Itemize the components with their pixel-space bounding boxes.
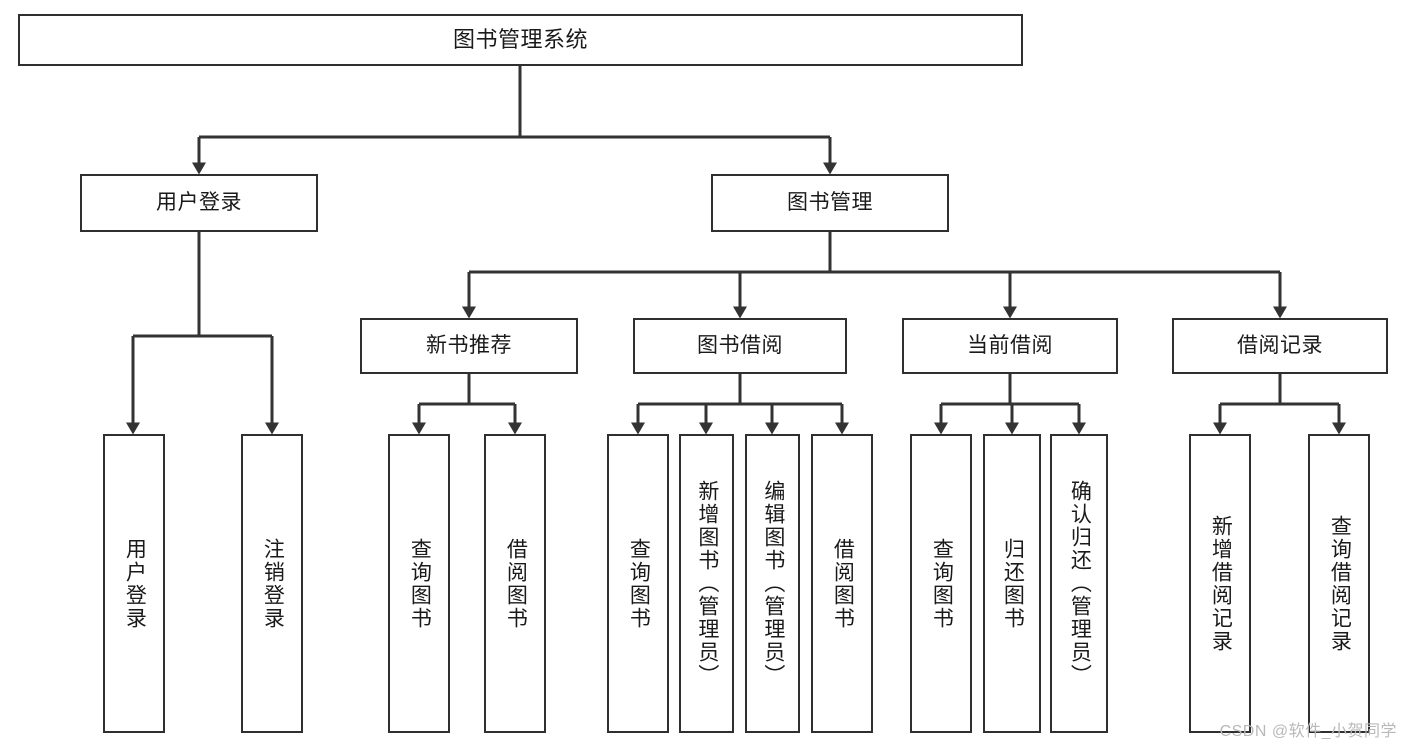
node-leaf-borrow-book-2[interactable]: 借阅图书 (811, 434, 873, 733)
connector-current-borrow-bus (941, 374, 1079, 406)
node-leaf-query-record[interactable]: 查询借阅记录 (1308, 434, 1370, 733)
node-leaf-add-record[interactable]: 新增借阅记录 (1189, 434, 1251, 733)
node-leaf-borrow-book-1[interactable]: 借阅图书 (484, 434, 546, 733)
watermark-text: CSDN @软件_小贺同学 (1219, 723, 1397, 740)
node-leaf-borrow-book-2-label: 借阅图书 (831, 537, 855, 630)
node-leaf-add-record-label: 新增借阅记录 (1209, 514, 1233, 653)
node-leaf-query-book-3-label: 查询图书 (930, 537, 954, 630)
node-current-borrow-label: 当前借阅 (967, 333, 1053, 357)
node-current-borrow[interactable]: 当前借阅 (902, 318, 1118, 374)
node-book-manage[interactable]: 图书管理 (711, 174, 949, 232)
node-user-login-label: 用户登录 (156, 190, 242, 214)
node-leaf-user-login-label: 用户登录 (123, 537, 147, 630)
node-leaf-user-login[interactable]: 用户登录 (103, 434, 165, 733)
connector-new-book-rec-bus (419, 374, 515, 406)
node-leaf-query-book-3[interactable]: 查询图书 (910, 434, 972, 733)
connector-root-bus (199, 66, 830, 139)
node-leaf-edit-book-label: 编辑图书（管理员） (761, 480, 785, 687)
node-leaf-user-logout[interactable]: 注销登录 (241, 434, 303, 733)
node-leaf-user-logout-label: 注销登录 (261, 537, 285, 630)
connector-book-manage-bus (469, 232, 1280, 274)
node-book-borrow[interactable]: 图书借阅 (633, 318, 847, 374)
node-leaf-borrow-book-1-label: 借阅图书 (504, 537, 528, 630)
node-leaf-query-record-label: 查询借阅记录 (1328, 514, 1352, 653)
node-leaf-return-book-label: 归还图书 (1001, 537, 1025, 630)
node-leaf-query-book-2-label: 查询图书 (627, 537, 651, 630)
connector-borrow-record-bus (1220, 374, 1339, 406)
connector-user-login-bus (133, 232, 272, 338)
node-leaf-confirm-return[interactable]: 确认归还（管理员） (1050, 434, 1108, 733)
node-new-book-rec[interactable]: 新书推荐 (360, 318, 578, 374)
node-root-label: 图书管理系统 (452, 27, 588, 53)
node-book-borrow-label: 图书借阅 (697, 333, 783, 357)
node-borrow-record-label: 借阅记录 (1237, 333, 1323, 357)
node-leaf-query-book-1[interactable]: 查询图书 (388, 434, 450, 733)
node-leaf-add-book-label: 新增图书（管理员） (695, 480, 719, 687)
node-leaf-edit-book[interactable]: 编辑图书（管理员） (745, 434, 800, 733)
node-leaf-return-book[interactable]: 归还图书 (983, 434, 1041, 733)
node-borrow-record[interactable]: 借阅记录 (1172, 318, 1388, 374)
node-leaf-query-book-2[interactable]: 查询图书 (607, 434, 669, 733)
node-root[interactable]: 图书管理系统 (18, 14, 1023, 66)
node-leaf-add-book[interactable]: 新增图书（管理员） (679, 434, 734, 733)
node-new-book-rec-label: 新书推荐 (426, 333, 512, 357)
connector-book-borrow-bus (638, 374, 842, 406)
node-user-login[interactable]: 用户登录 (80, 174, 318, 232)
node-leaf-query-book-1-label: 查询图书 (408, 537, 432, 630)
node-book-manage-label: 图书管理 (787, 190, 873, 214)
node-leaf-confirm-return-label: 确认归还（管理员） (1068, 480, 1092, 687)
